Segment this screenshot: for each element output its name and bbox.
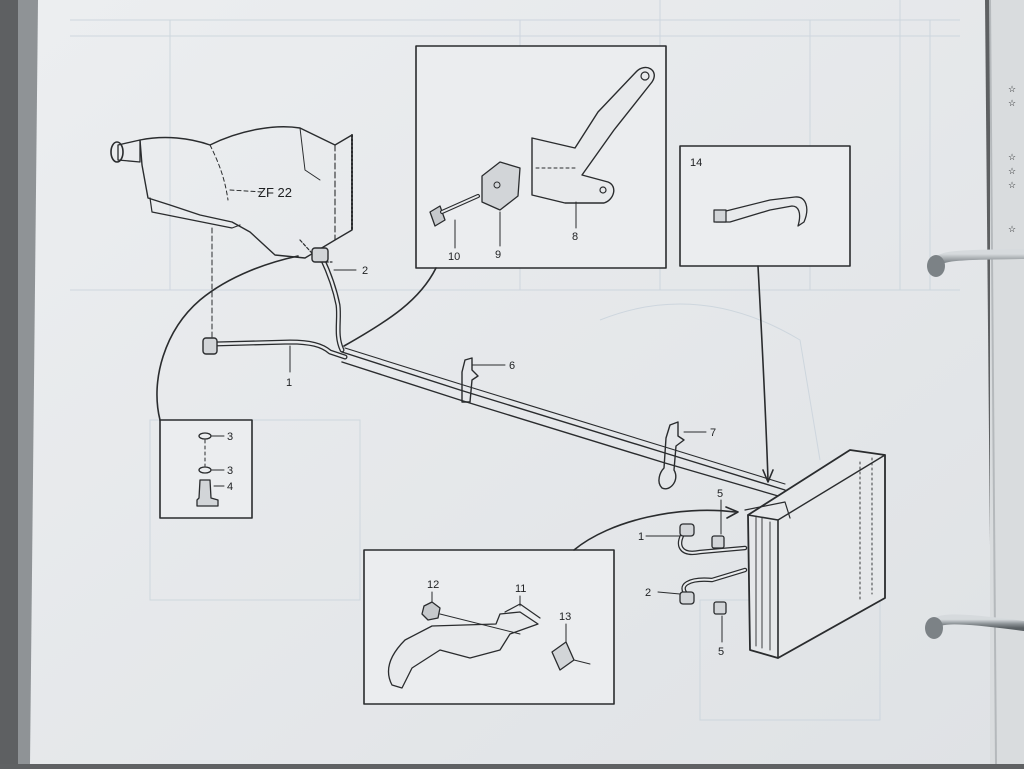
svg-text:☆: ☆: [1008, 166, 1016, 176]
callout-7: 7: [710, 427, 716, 439]
bleed-through-table: [70, 0, 960, 721]
arrow-inset-washers: [156, 255, 299, 421]
svg-text:☆: ☆: [1008, 152, 1016, 162]
arrowhead-clamp: [762, 469, 774, 483]
callout-4: 4: [227, 481, 233, 493]
callout-12: 12: [427, 579, 439, 591]
callout-13: 13: [559, 611, 571, 623]
main-cooler-lines: [341, 347, 786, 499]
union-5-bottom: [713, 601, 727, 643]
inset-washers-adapter: [159, 419, 253, 519]
svg-text:☆: ☆: [1008, 98, 1016, 108]
svg-text:☆: ☆: [1008, 84, 1016, 94]
callout-14: 14: [690, 157, 702, 169]
callout-2-right: 2: [645, 587, 651, 599]
svg-text:☆: ☆: [1008, 224, 1016, 234]
inset-bracket-nut: [363, 549, 615, 705]
arrow-inset-bracket-nut: [573, 509, 736, 551]
gearbox-label: ZF 22: [258, 185, 292, 200]
callout-5-top: 5: [717, 488, 723, 500]
callout-8: 8: [572, 231, 578, 243]
arrow-inset-clamp: [757, 265, 769, 481]
callout-11: 11: [515, 583, 526, 595]
callout-9: 9: [495, 249, 501, 261]
callout-6: 6: [509, 360, 515, 372]
inset-bracket-bolt: [415, 45, 667, 269]
bleed-through-stars: ☆ ☆ ☆ ☆ ☆ ☆: [1008, 84, 1016, 234]
inset-clamp: [679, 145, 851, 267]
binder-ring-top: [927, 249, 1024, 277]
oil-cooler: [744, 449, 886, 659]
arrowhead-bracket-nut: [725, 506, 739, 519]
callout-5-bottom: 5: [718, 646, 724, 658]
pipe-1: [202, 337, 348, 360]
callout-2: 2: [362, 265, 368, 277]
hose-right-2: [657, 567, 748, 605]
pipe-2: [311, 247, 345, 353]
svg-text:☆: ☆: [1008, 180, 1016, 190]
callout-1-right: 1: [638, 531, 644, 543]
arrow-inset-bracket: [343, 267, 437, 347]
hose-right-1: [645, 523, 748, 556]
binder-ring-bottom: [925, 614, 1024, 639]
callout-3-top: 3: [227, 431, 233, 443]
union-5-top: [711, 499, 725, 549]
clip-6: [461, 357, 506, 403]
clip-7: [658, 421, 707, 490]
callout-10: 10: [448, 251, 460, 263]
callout-3-bottom: 3: [227, 465, 233, 477]
callout-1: 1: [286, 377, 292, 389]
